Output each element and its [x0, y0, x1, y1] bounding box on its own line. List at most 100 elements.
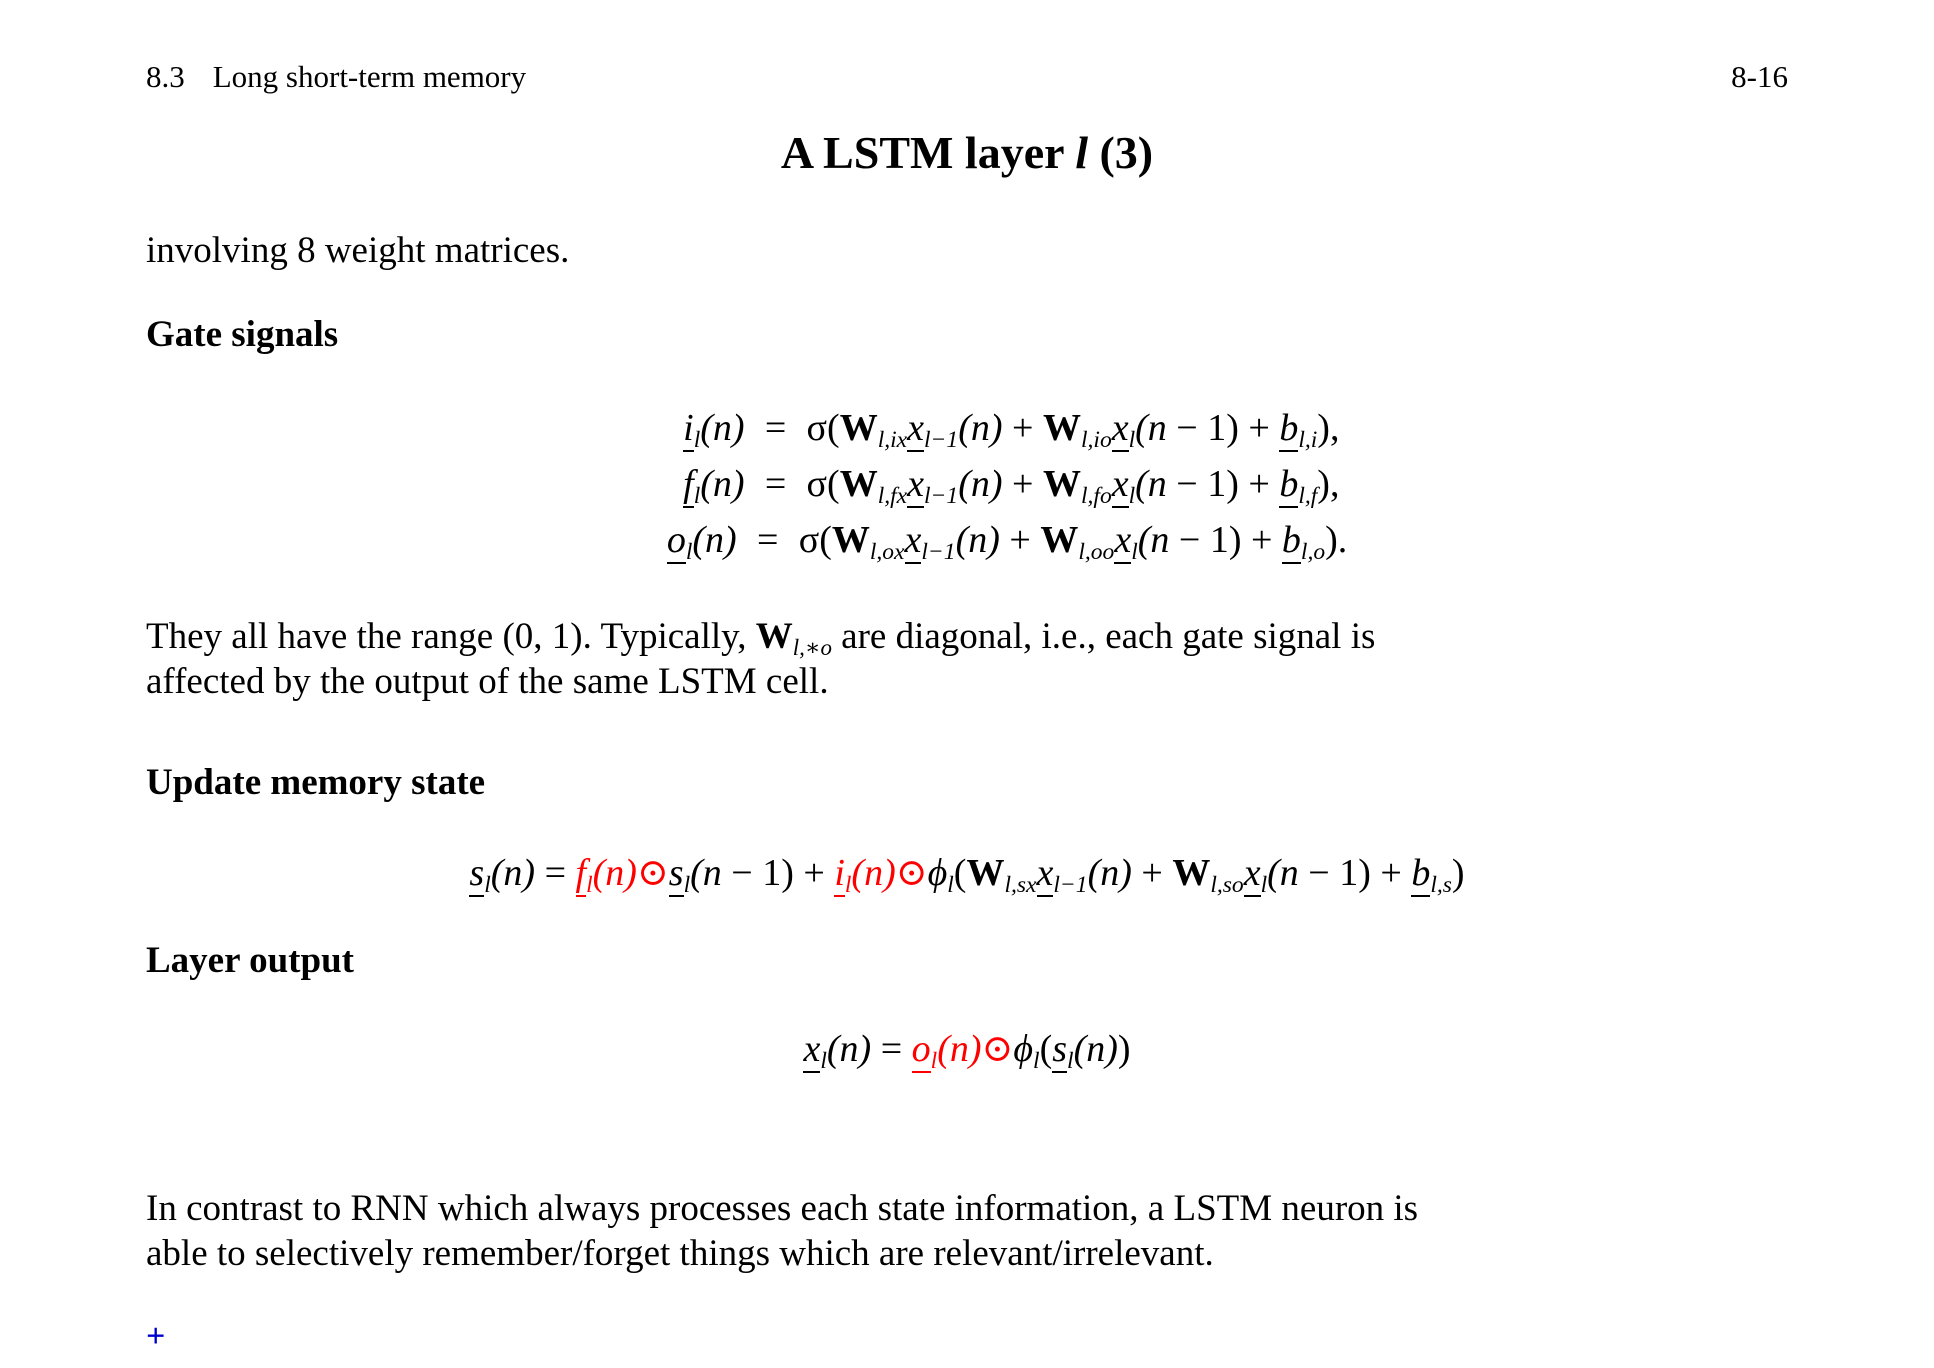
equation-input-gate: il(n) = σ(Wl,ixxl−1(n) + Wl,ioxl(n − 1) …	[0, 400, 1934, 456]
input-gate-symbol: i	[834, 852, 845, 897]
output-gate-symbol: o	[911, 1028, 931, 1073]
memory-state-symbol: s	[1052, 1028, 1068, 1073]
input-gate-term: il(n)⊙	[834, 852, 928, 899]
equation-terminator: ,	[1329, 407, 1340, 449]
weight-matrix-W: W	[831, 519, 870, 562]
output-gate-arg: (n)	[692, 519, 737, 562]
page-title-prefix: A LSTM layer	[780, 127, 1076, 178]
closing-paragraph: In contrast to RNN which always processe…	[146, 1186, 1786, 1276]
equation-rhs: σ(Wl,ixxl−1(n) + Wl,ioxl(n − 1) + bl,i),	[806, 407, 1340, 454]
bias-sub: l,s	[1430, 872, 1452, 899]
layer-output-equation: xl(n) = ol(n)⊙ϕl(sl(n))	[803, 1028, 1131, 1075]
weight-matrix-W-2: W	[1042, 463, 1081, 506]
state-sub-2: l	[1260, 872, 1268, 899]
state-sub-2: l	[1128, 427, 1136, 454]
weight-sub-2: l,so	[1210, 872, 1244, 899]
range-note-text-b: are diagonal, i.e., each gate signal is	[831, 616, 1376, 657]
equation-rhs: σ(Wl,oxxl−1(n) + Wl,ooxl(n − 1) + bl,o).	[798, 519, 1348, 566]
update-memory-state-heading: Update memory state	[146, 762, 486, 803]
sigma-symbol: σ	[798, 519, 820, 562]
intro-paragraph: involving 8 weight matrices.	[146, 228, 1786, 273]
weight-matrix-W: W	[755, 616, 793, 657]
memory-state-equation: sl(n) = fl(n)⊙sl(n − 1) + il(n)⊙ϕl(Wl,sx…	[469, 852, 1465, 899]
sigma-symbol: σ	[806, 407, 828, 449]
output-gate-sub: l	[685, 539, 693, 566]
equation-relation: =	[756, 519, 779, 562]
weight-sub-1: l,ox	[869, 539, 905, 566]
state-vector-x-2: x	[1243, 852, 1261, 897]
section-number: 8.3	[146, 59, 185, 94]
running-head: 8.3 Long short-term memory 8-16	[146, 59, 1788, 94]
forget-gate-symbol: f	[683, 463, 694, 509]
equation-relation: =	[764, 463, 787, 506]
page-title: A LSTM layer l (3)	[0, 127, 1934, 179]
output-gate-symbol: o	[666, 519, 686, 565]
equation-output-gate: ol(n) = σ(Wl,oxxl−1(n) + Wl,ooxl(n − 1) …	[0, 512, 1934, 568]
bias-sub: l,i	[1298, 427, 1318, 454]
state-vector-x: x	[904, 519, 922, 565]
weight-matrix-W-2: W	[1172, 852, 1211, 894]
hadamard-icon-2: ⊙	[895, 852, 928, 894]
state-sub-1: l−1	[1053, 872, 1088, 899]
page-title-suffix: (3)	[1087, 127, 1154, 178]
equation-lhs: fl(n)	[595, 456, 745, 512]
state-vector-x-2: x	[1114, 519, 1132, 565]
state-vector-x-2: x	[1111, 407, 1129, 452]
sigma-symbol: σ	[806, 463, 828, 506]
equation-update-memory-state: sl(n) = fl(n)⊙sl(n − 1) + il(n)⊙ϕl(Wl,sx…	[0, 848, 1934, 899]
closing-line-1: In contrast to RNN which always processe…	[146, 1188, 1419, 1229]
equation-layer-output: xl(n) = ol(n)⊙ϕl(sl(n))	[0, 1024, 1934, 1075]
range-note-text-a: They all have the range (0, 1). Typicall…	[146, 616, 756, 657]
bias-sub: l,f	[1298, 483, 1318, 510]
state-vector-x: x	[907, 407, 924, 452]
page-number: 8-16	[1731, 59, 1788, 94]
equation-rhs: σ(Wl,fxxl−1(n) + Wl,foxl(n − 1) + bl,f),	[806, 463, 1340, 510]
input-gate-symbol: i	[683, 407, 694, 452]
layer-output-symbol: x	[803, 1028, 821, 1073]
input-gate-sub: l	[693, 427, 701, 454]
weight-sub-1: l,fx	[877, 483, 908, 510]
page-title-symbol: l	[1075, 127, 1088, 178]
state-vector-x: x	[907, 463, 924, 509]
equation-lhs: il(n)	[595, 400, 745, 456]
range-note-line-2: affected by the output of the same LSTM …	[146, 661, 829, 703]
layer-output-sub: l	[820, 1048, 827, 1075]
forget-gate-sub: l	[693, 483, 701, 510]
running-head-left: 8.3 Long short-term memory	[146, 59, 527, 94]
memory-state-symbol-prev: s	[668, 852, 684, 897]
layer-output-heading: Layer output	[146, 940, 354, 981]
stray-plus-marker: +	[146, 1318, 166, 1355]
equation-lhs: ol(n)	[587, 512, 737, 568]
state-sub-2: l	[1131, 539, 1138, 566]
section-title: Long short-term memory	[212, 59, 527, 94]
intro-line: involving 8 weight matrices.	[146, 230, 570, 271]
output-gate-term: ol(n)⊙	[911, 1028, 1014, 1075]
phi-symbol: ϕ	[1013, 1028, 1034, 1070]
weight-matrix-W: W	[839, 407, 878, 449]
weight-matrix-W-2: W	[1042, 407, 1081, 449]
weight-sub-2: l,io	[1080, 427, 1112, 454]
weight-sub-2: l,oo	[1078, 539, 1115, 566]
bias-vector-b: b	[1279, 407, 1299, 452]
state-sub-1: l−1	[924, 483, 959, 510]
range-note-paragraph: They all have the range (0, 1). Typicall…	[146, 614, 1786, 704]
weight-sub-1: l,ix	[877, 427, 908, 454]
forget-gate-term: fl(n)⊙	[575, 852, 669, 899]
equation-forget-gate: fl(n) = σ(Wl,fxxl−1(n) + Wl,foxl(n − 1) …	[0, 456, 1934, 512]
weight-matrix-W: W	[839, 463, 878, 506]
closing-line-2: able to selectively remember/forget thin…	[146, 1233, 1214, 1275]
bias-vector-b: b	[1281, 519, 1301, 565]
memory-state-symbol: s	[469, 852, 485, 897]
state-sub-1: l−1	[921, 539, 956, 566]
weight-sub-1: l,sx	[1004, 872, 1037, 899]
equation-terminator: ,	[1329, 463, 1340, 506]
weight-matrix-sub: l,∗o	[792, 634, 832, 660]
gate-signals-equations: il(n) = σ(Wl,ixxl−1(n) + Wl,ioxl(n − 1) …	[0, 400, 1934, 569]
state-sub-2: l	[1128, 483, 1136, 510]
state-vector-x-2: x	[1111, 463, 1129, 509]
forget-gate-symbol: f	[575, 852, 587, 897]
state-vector-x: x	[1036, 852, 1054, 897]
weight-matrix-W: W	[966, 852, 1005, 894]
hadamard-icon: ⊙	[981, 1028, 1014, 1070]
